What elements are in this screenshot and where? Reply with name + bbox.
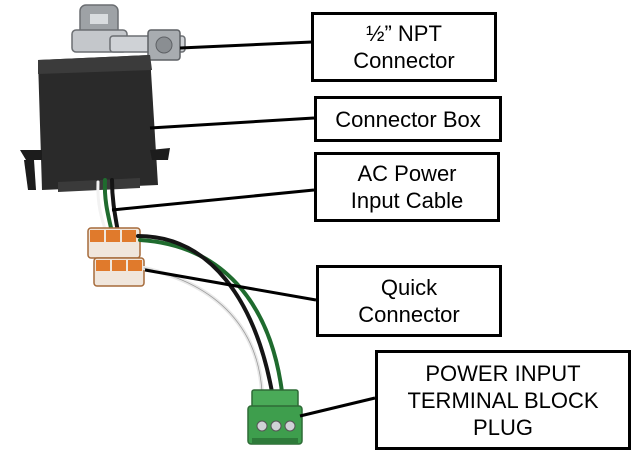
callout-line: Input Cable	[350, 188, 464, 213]
quick-connector-body	[87, 227, 145, 287]
callout-line: Connector Box	[335, 106, 481, 132]
npt-fitting	[71, 4, 186, 61]
callout-connector-box: Connector Box	[314, 96, 502, 142]
callout-line: ½” NPT	[366, 21, 442, 46]
leader-npt	[179, 40, 313, 50]
leader-quick	[144, 268, 317, 302]
callout-line: AC Power	[357, 161, 457, 186]
terminal-block-plug	[247, 389, 303, 445]
callout-line: POWER INPUT	[425, 360, 581, 386]
connector-box-body	[20, 55, 170, 192]
leader-terminal	[299, 396, 376, 418]
callout-line: Connector	[353, 48, 455, 73]
callout-line: TERMINAL BLOCK	[407, 387, 599, 413]
callout-line: Connector	[358, 302, 460, 327]
output-wires	[136, 234, 284, 394]
callout-line: Quick	[380, 275, 438, 300]
leader-box	[149, 116, 315, 130]
leader-lines	[111, 40, 376, 418]
leader-cable	[111, 188, 315, 212]
callout-line: PLUG	[473, 414, 533, 440]
